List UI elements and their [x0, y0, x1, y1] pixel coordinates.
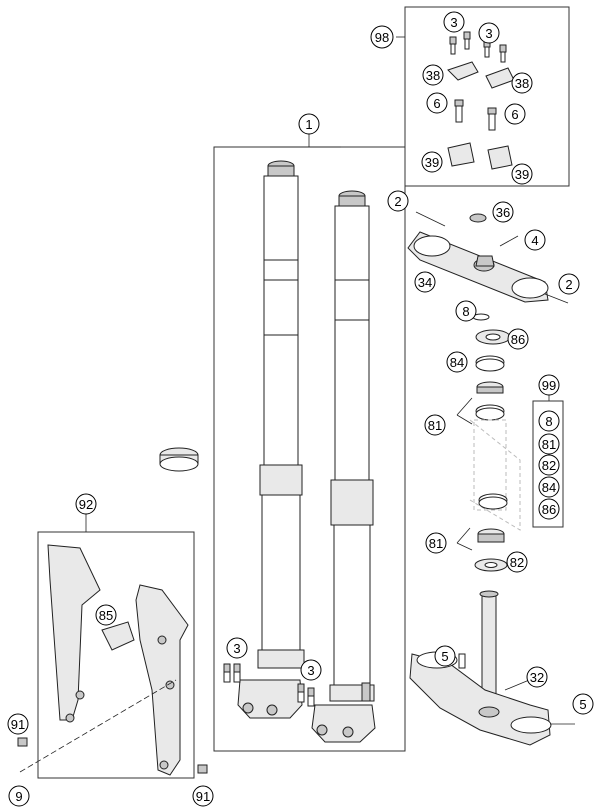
svg-text:82: 82 — [510, 555, 524, 570]
callout-8-kit: 8 — [538, 410, 560, 432]
fork-guards — [17, 544, 208, 776]
svg-text:99: 99 — [542, 378, 556, 393]
svg-text:86: 86 — [511, 332, 525, 347]
svg-text:1: 1 — [305, 117, 312, 132]
svg-text:85: 85 — [99, 608, 113, 623]
svg-text:98: 98 — [375, 30, 389, 45]
kit-98-parts — [447, 31, 515, 170]
callout-86-kit: 86 — [538, 498, 560, 520]
lower-triple-clamp — [409, 590, 575, 746]
callout-9: 9 — [8, 785, 30, 807]
callout-98: 98 — [370, 25, 394, 49]
svg-text:6: 6 — [511, 107, 518, 122]
callout-4: 4 — [524, 229, 546, 251]
svg-text:9: 9 — [15, 789, 22, 804]
kit-99-frame — [532, 400, 564, 528]
svg-text:3: 3 — [307, 663, 314, 678]
callout-91-right: 91 — [192, 785, 214, 807]
callout-5-right: 5 — [572, 693, 594, 715]
callout-3-fork-left: 3 — [226, 637, 248, 659]
callout-81-lower: 81 — [425, 532, 447, 554]
callout-8-stack: 8 — [455, 300, 477, 322]
svg-text:4: 4 — [531, 233, 538, 248]
svg-text:82: 82 — [542, 458, 556, 473]
svg-text:84: 84 — [450, 355, 464, 370]
svg-text:3: 3 — [233, 641, 240, 656]
kit-98-frame — [404, 6, 570, 187]
svg-text:38: 38 — [515, 76, 529, 91]
svg-text:81: 81 — [542, 437, 556, 452]
callout-34: 34 — [414, 271, 436, 293]
svg-text:8: 8 — [545, 414, 552, 429]
callout-84-stack: 84 — [446, 351, 468, 373]
callout-6-left: 6 — [426, 92, 448, 114]
left-fork-leg — [237, 160, 305, 719]
callout-3-fork-right: 3 — [300, 659, 322, 681]
svg-text:84: 84 — [542, 480, 556, 495]
svg-text:32: 32 — [530, 670, 544, 685]
svg-text:5: 5 — [579, 697, 586, 712]
svg-text:3: 3 — [450, 15, 457, 30]
callout-91-left: 91 — [7, 713, 29, 735]
clamp-screws-left — [223, 663, 241, 683]
svg-text:81: 81 — [429, 536, 443, 551]
callout-81-upper: 81 — [424, 414, 446, 436]
callout-36: 36 — [492, 201, 514, 223]
callout-2-upper: 2 — [387, 190, 409, 212]
steering-bearings-stack — [469, 329, 521, 572]
callout-92: 92 — [75, 493, 97, 515]
right-fork-leg — [311, 190, 376, 743]
svg-text:81: 81 — [428, 418, 442, 433]
svg-text:91: 91 — [196, 789, 210, 804]
svg-text:8: 8 — [462, 304, 469, 319]
callout-1: 1 — [298, 113, 320, 135]
callout-38-right: 38 — [511, 72, 533, 94]
upper-triple-clamp — [407, 211, 569, 321]
callout-39-left: 39 — [421, 151, 443, 173]
callout-82-stack: 82 — [506, 551, 528, 573]
callout-86-stack: 86 — [507, 328, 529, 350]
svg-text:38: 38 — [426, 68, 440, 83]
svg-text:2: 2 — [394, 194, 401, 209]
callout-38-left: 38 — [422, 64, 444, 86]
svg-text:36: 36 — [496, 205, 510, 220]
callout-5-left: 5 — [434, 645, 456, 667]
svg-text:39: 39 — [425, 155, 439, 170]
callout-85: 85 — [95, 604, 117, 626]
svg-text:39: 39 — [515, 167, 529, 182]
svg-text:34: 34 — [418, 275, 432, 290]
svg-text:5: 5 — [441, 649, 448, 664]
callout-6-right: 6 — [504, 103, 526, 125]
svg-text:3: 3 — [485, 26, 492, 41]
svg-text:2: 2 — [565, 277, 572, 292]
callout-99: 99 — [538, 374, 560, 396]
callout-3-kit-left: 3 — [443, 11, 465, 33]
callout-32: 32 — [526, 666, 548, 688]
callout-39-right: 39 — [511, 163, 533, 185]
fork-guard-kit-frame — [37, 531, 195, 779]
callout-3-kit-right: 3 — [478, 22, 500, 44]
callout-2-lower: 2 — [558, 273, 580, 295]
clamp-screws-right — [297, 683, 315, 707]
svg-text:6: 6 — [433, 96, 440, 111]
dust-seal-ring — [159, 447, 199, 472]
callout-82-kit: 82 — [538, 454, 560, 476]
callout-84-kit: 84 — [538, 476, 560, 498]
svg-text:86: 86 — [542, 502, 556, 517]
svg-text:92: 92 — [79, 497, 93, 512]
callout-81-kit: 81 — [538, 433, 560, 455]
svg-text:91: 91 — [11, 717, 25, 732]
